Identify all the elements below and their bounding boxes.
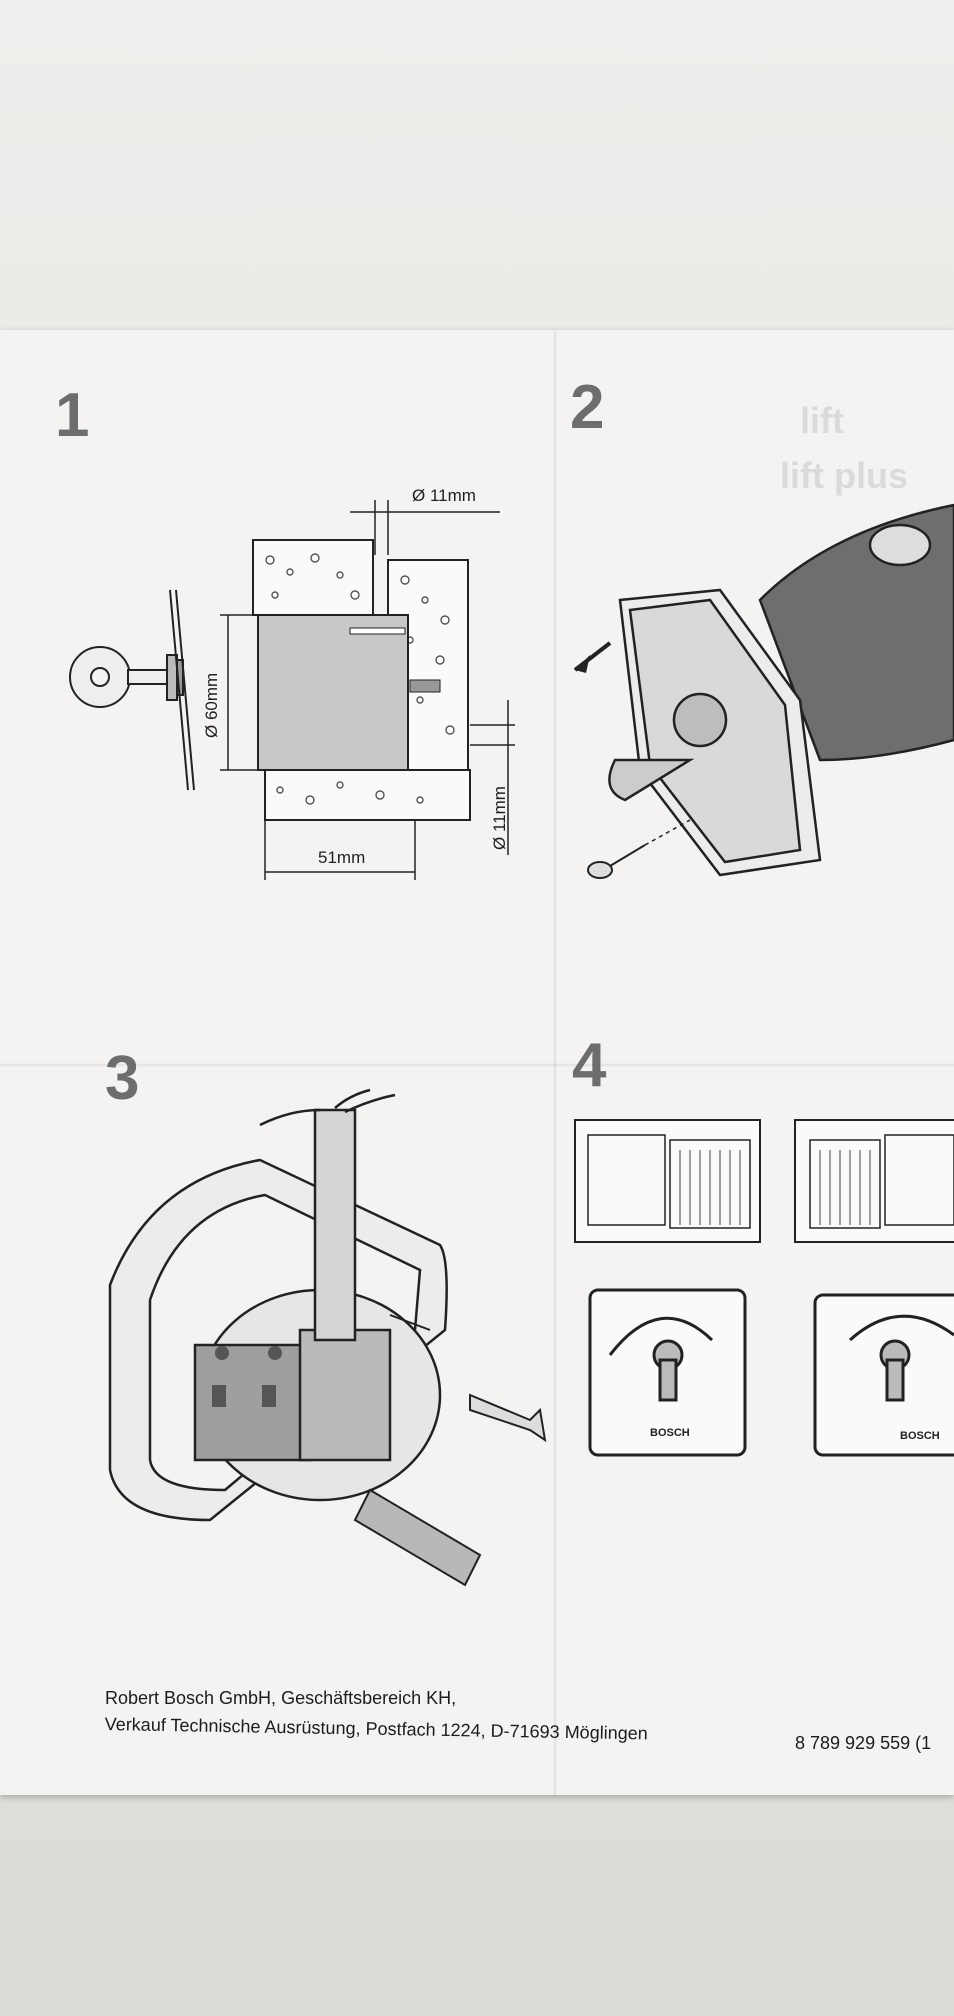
brand-label-left: BOSCH	[650, 1427, 690, 1439]
step-number-3: 3	[105, 1044, 140, 1113]
wall-section	[252, 539, 471, 821]
step-number-1: 1	[55, 381, 90, 450]
key-icon	[69, 646, 184, 708]
dimension-hole-top: Ø 11mm	[412, 486, 476, 505]
footer-part-number: 8 789 929 559 (1	[795, 1733, 932, 1753]
screw-icon	[587, 844, 646, 879]
mounting-screw	[409, 679, 441, 693]
step-number-2: 2	[570, 373, 605, 442]
show-through-print: lift	[800, 400, 844, 441]
step-number-4: 4	[572, 1031, 607, 1100]
show-through-print: lift plus	[780, 455, 908, 496]
wall-plug-icon	[389, 1314, 547, 1443]
vertical-fold	[553, 330, 557, 1795]
dimension-depth: 51mm	[318, 848, 366, 867]
lock-housing	[257, 614, 409, 771]
footer-company: Robert Bosch GmbH, Geschäftsbereich KH,	[105, 1688, 457, 1708]
brand-label-right: BOSCH	[900, 1430, 940, 1442]
horizontal-fold	[0, 1063, 954, 1067]
cable	[313, 1108, 357, 1342]
conduit-icon	[353, 1488, 482, 1587]
